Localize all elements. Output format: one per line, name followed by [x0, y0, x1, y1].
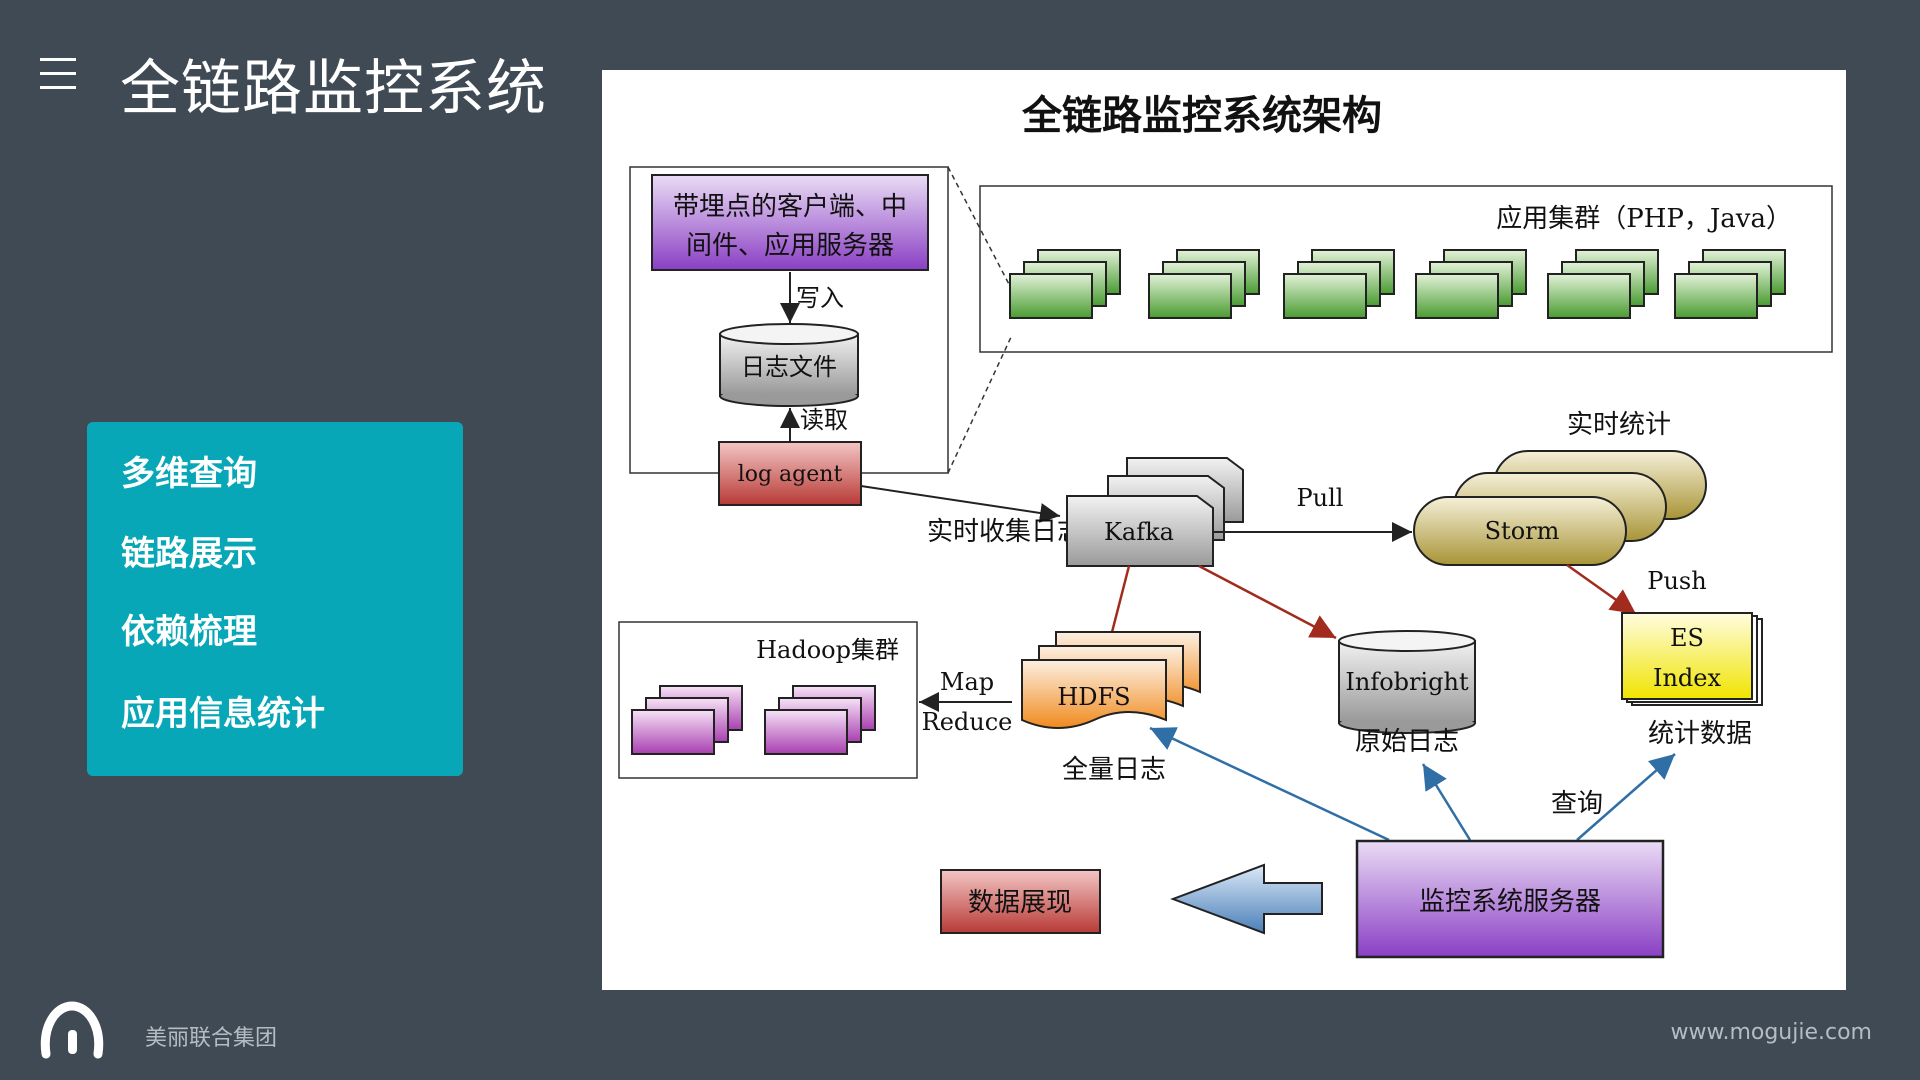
client-box-label-2: 间件、应用服务器: [686, 231, 894, 261]
query-to-es-arrow: [1576, 753, 1676, 841]
zoom-line-bottom: [947, 334, 1013, 474]
infobright-label: Infobright: [1345, 668, 1469, 696]
client-box: [651, 174, 929, 271]
footer-website-link[interactable]: www.mogujie.com: [1670, 1020, 1873, 1045]
log-agent-box: [718, 441, 862, 506]
data-display-box: [940, 869, 1101, 934]
write-label: 写入: [796, 284, 844, 312]
data-display-label: 数据展现: [968, 888, 1072, 918]
hadoop-node: [764, 685, 876, 755]
footer-company-name: 美丽联合集团: [145, 1026, 278, 1051]
app-server: [1148, 249, 1260, 319]
log-agent-label: log agent: [738, 462, 843, 487]
kafka-to-hdfs-line: [1109, 565, 1131, 637]
big-left-arrow: [1170, 863, 1323, 935]
sidebar-item-multidim-query[interactable]: 多维查询: [121, 454, 257, 494]
hadoop-node: [631, 685, 743, 755]
es-index-stack: [1621, 612, 1763, 706]
app-cluster-label: 应用集群（PHP，Java）: [1496, 204, 1792, 234]
es-index-label-1: ES: [1670, 624, 1704, 652]
mogujie-logo-icon: [40, 1001, 104, 1059]
read-label: 读取: [800, 406, 848, 434]
query-label: 查询: [1551, 789, 1603, 819]
full-logs-label: 全量日志: [1062, 755, 1166, 785]
es-index-label-2: Index: [1653, 664, 1722, 692]
app-server-group: [1009, 249, 1786, 319]
client-box-label-1: 带埋点的客户端、中: [673, 192, 907, 222]
app-server: [1674, 249, 1786, 319]
hdfs-label: HDFS: [1057, 683, 1130, 711]
storm-stack: [1413, 450, 1707, 566]
diagram-title: 全链路监控系统架构: [1021, 92, 1382, 139]
hadoop-node-group: [631, 685, 876, 755]
app-cluster-frame: [979, 185, 1833, 353]
sidebar-item-trace-display[interactable]: 链路展示: [121, 534, 257, 574]
infobright-cylinder: [1338, 630, 1476, 734]
monitor-server-box: [1355, 839, 1665, 959]
hadoop-cluster-label: Hadoop集群: [756, 636, 899, 664]
query-to-hdfs-arrow: [1149, 726, 1390, 842]
kafka-stack: [1066, 457, 1244, 567]
architecture-diagram: 全链路监控系统架构 带埋点的客户端、中 间件、应用服务器 写入 日志文件 读取 …: [602, 70, 1846, 990]
storm-label: Storm: [1485, 517, 1560, 545]
sidebar-panel: 多维查询 链路展示 依赖梳理 应用信息统计: [87, 422, 463, 776]
push-arrow: [1566, 563, 1637, 616]
pull-label: Pull: [1297, 484, 1344, 512]
sidebar-item-dependency[interactable]: 依赖梳理: [121, 612, 257, 652]
realtime-collect-label: 实时收集日志: [927, 517, 1083, 547]
page-title: 全链路监控系统: [120, 54, 547, 124]
stat-data-label: 统计数据: [1648, 719, 1752, 749]
push-label: Push: [1647, 567, 1706, 595]
app-server: [1009, 249, 1121, 319]
query-to-infobright-arrow: [1421, 763, 1472, 841]
log-file-label: 日志文件: [741, 353, 837, 381]
monitor-server-label: 监控系统服务器: [1419, 887, 1601, 917]
sidebar-item-app-stats[interactable]: 应用信息统计: [121, 694, 325, 734]
realtime-stats-label: 实时统计: [1567, 410, 1671, 440]
app-server: [1283, 249, 1395, 319]
kafka-label: Kafka: [1104, 518, 1174, 546]
map-label: Map: [940, 668, 994, 696]
collect-arrow: [860, 485, 1061, 523]
kafka-to-infobright-arrow: [1198, 564, 1337, 640]
app-server: [1547, 249, 1659, 319]
reduce-label: Reduce: [922, 708, 1013, 736]
log-file-cylinder: [719, 323, 859, 407]
app-server: [1415, 249, 1527, 319]
hdfs-stack: [1021, 631, 1201, 729]
raw-logs-label: 原始日志: [1355, 727, 1459, 757]
menu-icon[interactable]: [40, 58, 76, 89]
hadoop-cluster-frame: [618, 621, 918, 779]
